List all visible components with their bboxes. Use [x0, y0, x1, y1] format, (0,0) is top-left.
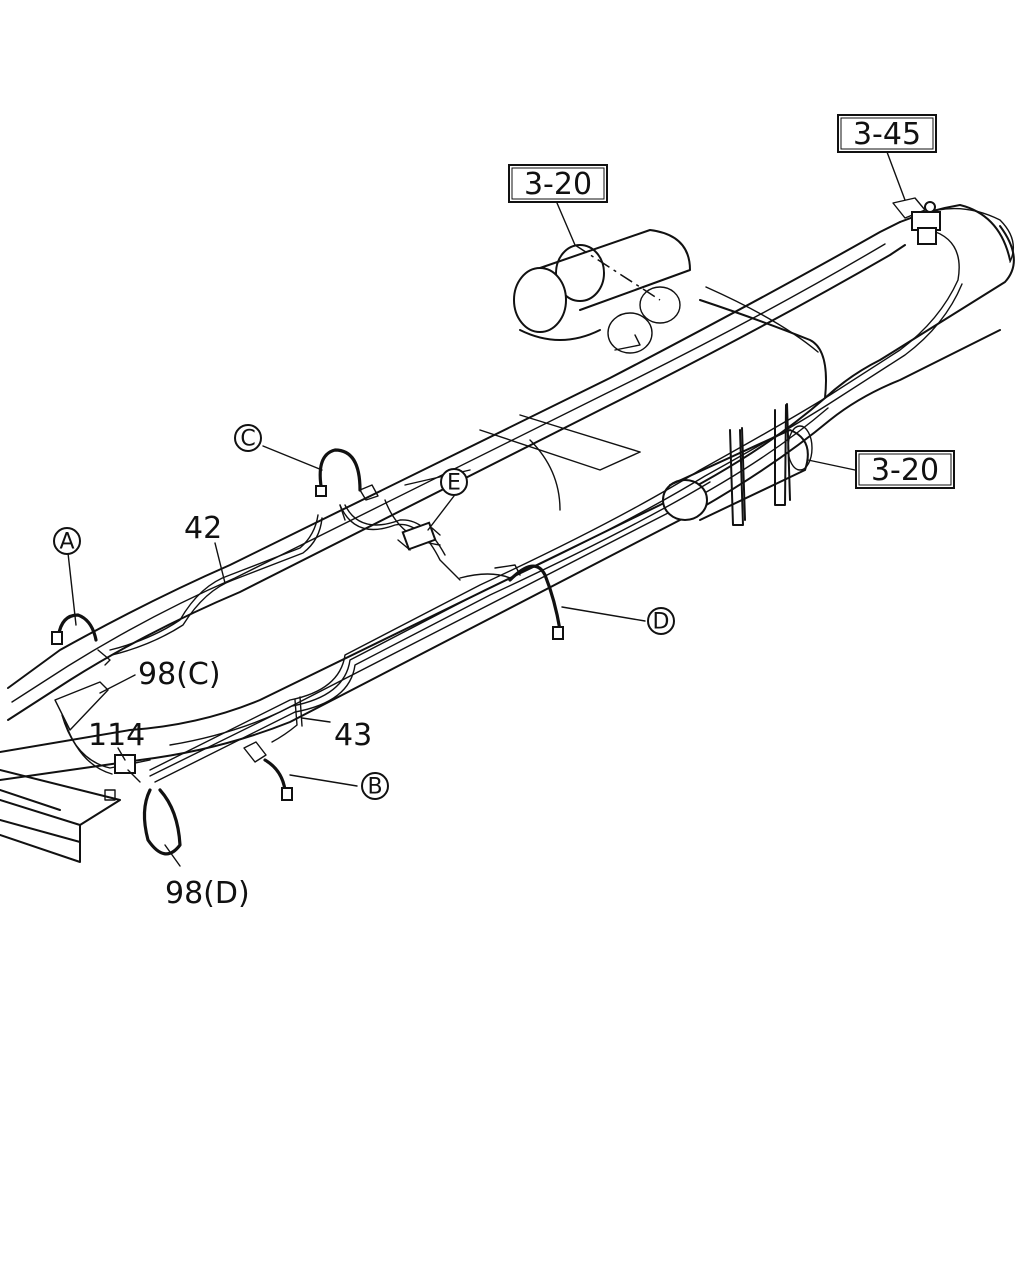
left-frame-rail — [7, 221, 906, 721]
right-frame-rail — [0, 204, 1015, 781]
ref-3-20-right-box: 3-20 — [855, 450, 955, 489]
circle-ref-E: E — [440, 468, 468, 496]
hose-A — [51, 613, 111, 666]
leader-lines — [67, 151, 906, 867]
ref-3-20-top-box: 3-20 — [508, 164, 608, 203]
mount-brackets — [729, 403, 791, 526]
circle-ref-B: B — [361, 772, 389, 800]
hose-C — [315, 448, 362, 497]
circle-ref-C: C — [234, 424, 262, 452]
relay-valve-assembly — [339, 484, 461, 581]
circle-ref-B-label: B — [367, 775, 382, 800]
circle-ref-D-label: D — [653, 610, 670, 635]
part-label-98d: 98(D) — [165, 876, 250, 911]
valve-114-assembly — [54, 681, 151, 801]
frame-cross-members — [384, 414, 641, 546]
front-cross-member — [0, 769, 121, 863]
ref-3-20-right-label: 3-20 — [871, 453, 939, 488]
circle-ref-A: A — [53, 527, 81, 555]
hose-B — [243, 741, 293, 801]
part-label-114: 114 — [88, 718, 145, 753]
pipe-43 — [271, 696, 303, 743]
ref-3-45-label: 3-45 — [853, 117, 921, 152]
circle-ref-E-label: E — [447, 471, 461, 496]
valve-3-45 — [892, 197, 941, 245]
part-label-98c: 98(C) — [138, 657, 221, 692]
air-tank-top — [513, 229, 691, 354]
part-label-43: 43 — [334, 718, 372, 753]
ref-3-45-box: 3-45 — [837, 114, 937, 153]
brake-pipe-main — [149, 207, 1014, 783]
hose-D — [459, 564, 564, 640]
circle-ref-D: D — [647, 607, 675, 635]
hose-98D — [142, 788, 182, 856]
circle-ref-A-label: A — [59, 530, 74, 555]
circle-ref-C-label: C — [240, 427, 255, 452]
brake-pipe-42 — [109, 514, 323, 656]
part-label-42: 42 — [184, 511, 222, 546]
ref-3-20-top-label: 3-20 — [524, 167, 592, 202]
